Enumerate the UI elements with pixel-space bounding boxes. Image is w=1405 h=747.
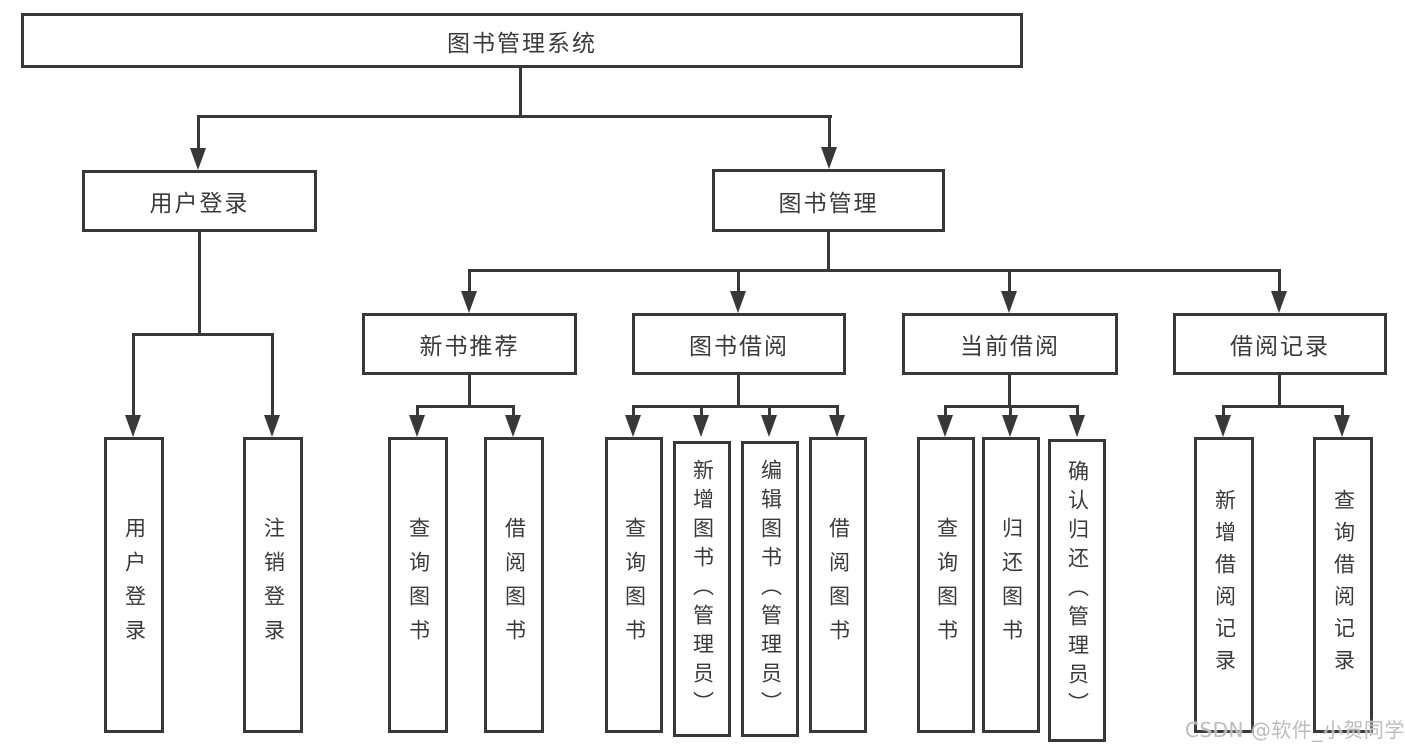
connector-line xyxy=(416,405,419,415)
leaf-label: 查询图书 xyxy=(934,517,959,653)
node-new-book-recommend: 新书推荐 xyxy=(362,313,577,375)
arrowhead-down-icon xyxy=(730,291,746,313)
leaf-query-books: 查询图书 xyxy=(605,437,663,733)
leaf-label: 查询借阅记录 xyxy=(1331,489,1356,681)
leaf-label: 确认归还（管理员） xyxy=(1065,460,1090,721)
leaf-logout: 注销登录 xyxy=(243,437,303,733)
leaf-edit-books-admin: 编辑图书（管理员） xyxy=(741,441,799,737)
leaf-user-login: 用户登录 xyxy=(104,437,164,733)
connector-line xyxy=(468,375,471,408)
connector-line xyxy=(828,115,831,147)
csdn-watermark: CSDN @软件_小贺同学 xyxy=(1185,718,1405,742)
connector-line xyxy=(1341,405,1344,415)
node-label: 用户登录 xyxy=(149,191,250,217)
arrowhead-down-icon xyxy=(829,415,845,437)
leaf-add-borrow-record: 新增借阅记录 xyxy=(1194,437,1254,733)
connector-line xyxy=(512,405,515,415)
connector-line xyxy=(1222,405,1344,408)
leaf-label: 借阅图书 xyxy=(826,517,851,653)
leaf-confirm-return-admin: 确认归还（管理员） xyxy=(1048,439,1106,742)
arrowhead-down-icon xyxy=(625,415,641,437)
connector-line xyxy=(132,333,135,415)
connector-line xyxy=(416,405,515,408)
connector-line xyxy=(132,333,274,336)
connector-line xyxy=(632,405,635,415)
connector-line xyxy=(836,405,839,415)
leaf-label: 查询图书 xyxy=(622,517,647,653)
leaf-borrow-books: 借阅图书 xyxy=(809,437,867,733)
connector-line xyxy=(1009,405,1012,415)
arrowhead-down-icon xyxy=(693,415,709,437)
leaf-return-books: 归还图书 xyxy=(982,437,1040,733)
leaf-label: 注销登录 xyxy=(261,517,286,653)
leaf-label: 新增借阅记录 xyxy=(1212,489,1237,681)
connector-line xyxy=(1008,269,1011,291)
leaf-query-books: 查询图书 xyxy=(388,437,448,733)
arrowhead-down-icon xyxy=(190,148,206,170)
connector-line xyxy=(944,405,947,415)
arrowhead-down-icon xyxy=(761,415,777,437)
connector-line xyxy=(632,405,839,408)
leaf-label: 新增图书（管理员） xyxy=(690,458,715,720)
arrowhead-down-icon xyxy=(821,147,837,169)
node-root-system: 图书管理系统 xyxy=(21,13,1023,68)
leaf-label: 用户登录 xyxy=(122,517,147,653)
node-current-borrow: 当前借阅 xyxy=(902,313,1118,375)
node-label: 借阅记录 xyxy=(1230,334,1330,360)
node-borrow-record: 借阅记录 xyxy=(1173,313,1387,375)
leaf-query-borrow-record: 查询借阅记录 xyxy=(1313,437,1373,733)
connector-line xyxy=(468,269,471,291)
leaf-query-books: 查询图书 xyxy=(917,437,975,733)
arrowhead-down-icon xyxy=(1002,415,1018,437)
leaf-add-books-admin: 新增图书（管理员） xyxy=(673,441,731,737)
leaf-borrow-books: 借阅图书 xyxy=(484,437,544,733)
node-label: 新书推荐 xyxy=(419,334,520,360)
node-label: 当前借阅 xyxy=(960,334,1060,360)
connector-line xyxy=(1222,405,1225,415)
connector-line xyxy=(1278,375,1281,408)
node-user-login: 用户登录 xyxy=(82,170,317,232)
leaf-label: 查询图书 xyxy=(406,517,431,653)
connector-line xyxy=(1278,269,1281,291)
arrowhead-down-icon xyxy=(505,415,521,437)
arrowhead-down-icon xyxy=(1069,415,1085,437)
connector-line xyxy=(1076,405,1079,415)
leaf-label: 归还图书 xyxy=(999,517,1024,653)
connector-line xyxy=(827,232,830,272)
connector-line xyxy=(197,115,832,118)
node-book-borrow: 图书借阅 xyxy=(632,313,846,375)
arrowhead-down-icon xyxy=(937,415,953,437)
arrowhead-down-icon xyxy=(1334,415,1350,437)
arrowhead-down-icon xyxy=(1271,291,1287,313)
arrowhead-down-icon xyxy=(1001,291,1017,313)
connector-line xyxy=(768,405,771,415)
connector-line xyxy=(271,333,274,415)
node-label: 图书借阅 xyxy=(689,334,789,360)
arrowhead-down-icon xyxy=(1215,415,1231,437)
node-label: 图书管理系统 xyxy=(447,30,597,57)
arrowhead-down-icon xyxy=(125,415,141,437)
connector-line xyxy=(1008,375,1011,408)
leaf-label: 编辑图书（管理员） xyxy=(758,458,783,720)
connector-line xyxy=(519,68,522,118)
connector-line xyxy=(737,269,740,291)
arrowhead-down-icon xyxy=(264,415,280,437)
node-label: 图书管理 xyxy=(778,190,879,217)
connector-line xyxy=(197,115,200,148)
connector-line xyxy=(198,232,201,335)
connector-line xyxy=(700,405,703,415)
leaf-label: 借阅图书 xyxy=(502,517,527,653)
node-book-management: 图书管理 xyxy=(712,169,945,232)
arrowhead-down-icon xyxy=(461,291,477,313)
arrowhead-down-icon xyxy=(409,415,425,437)
connector-line xyxy=(737,375,740,408)
connector-line xyxy=(468,269,1281,272)
